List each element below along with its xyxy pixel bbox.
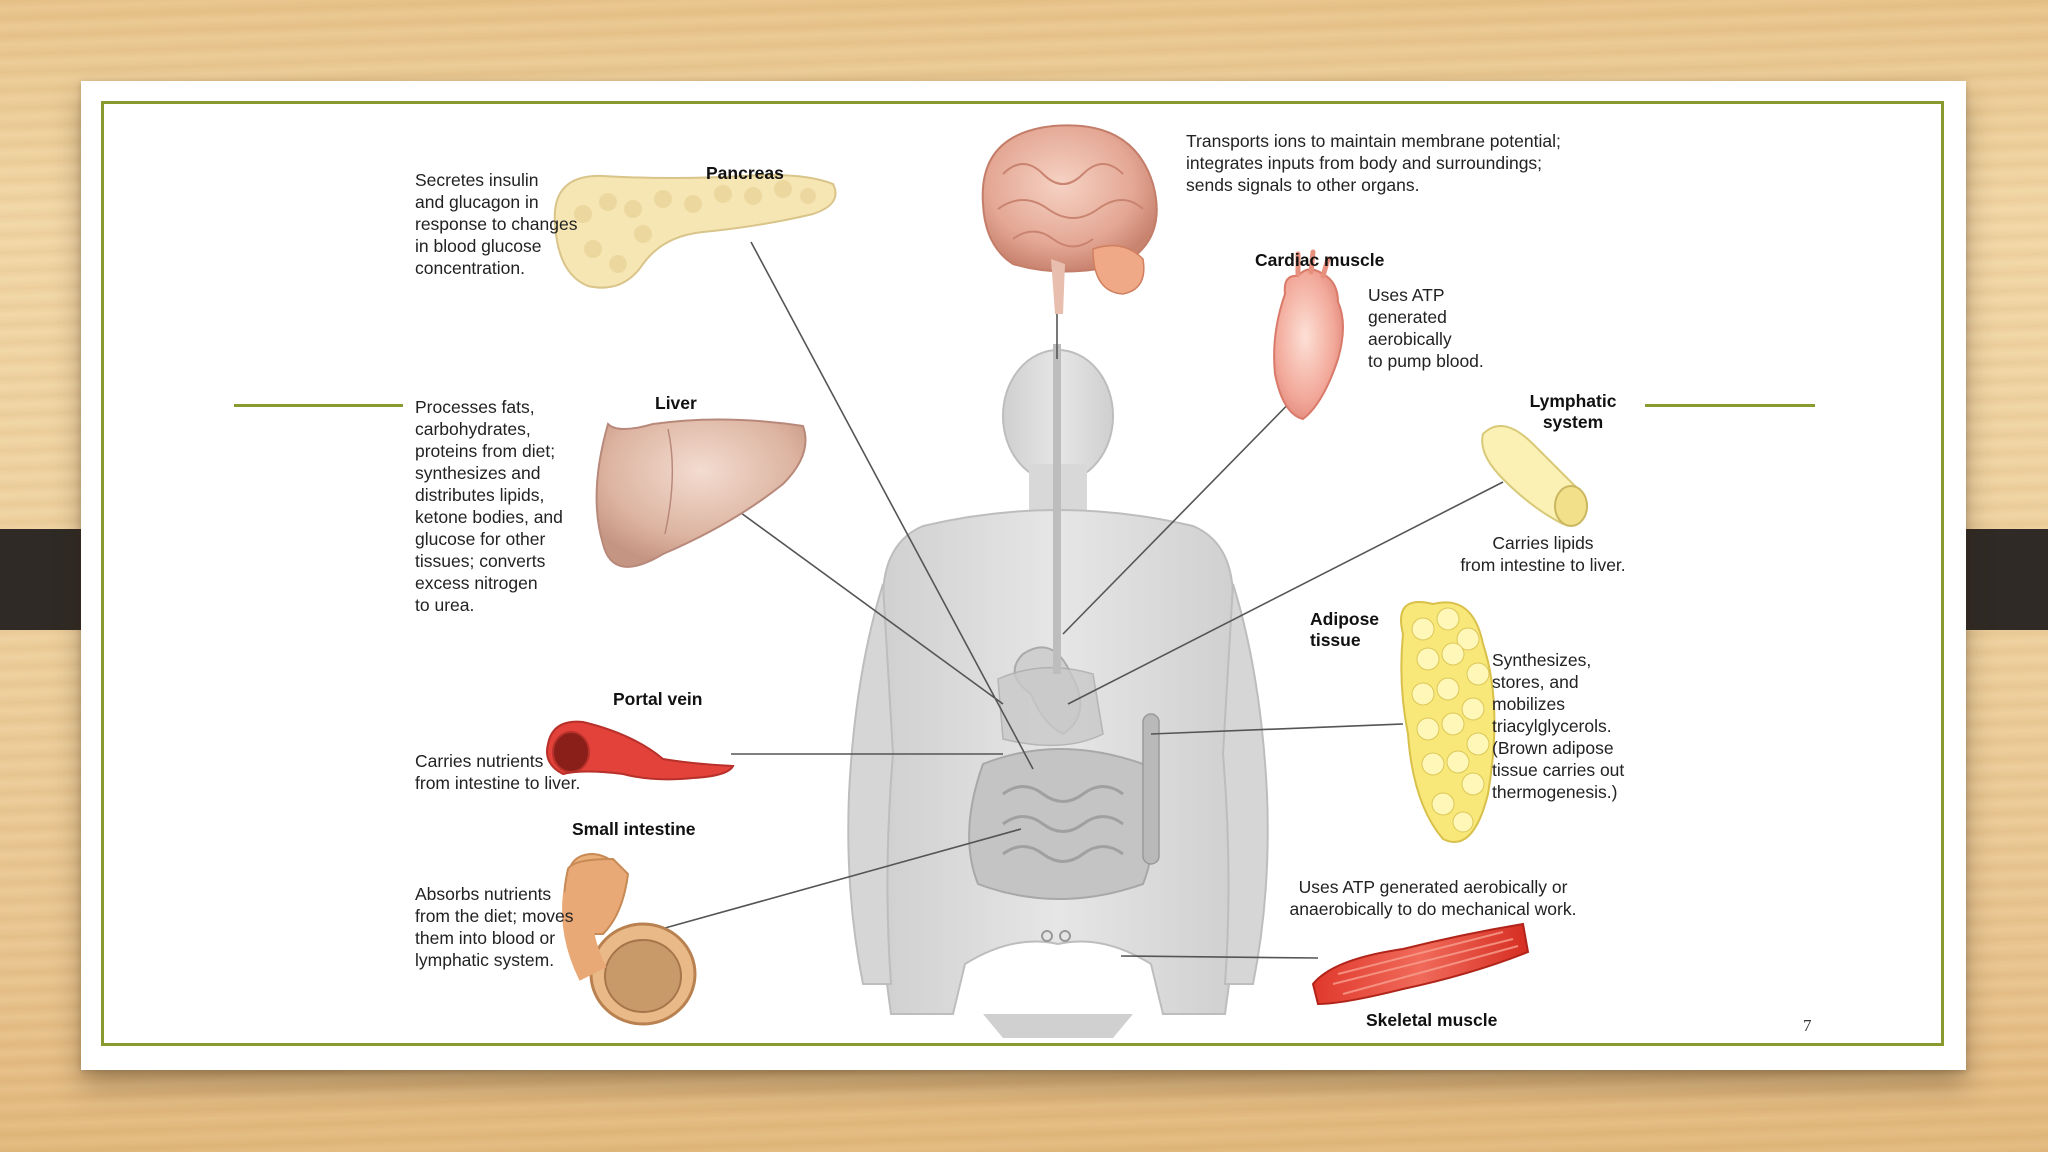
cardiac-muscle-description: Uses ATP generated aerobically to pump b…: [1368, 285, 1484, 371]
portal-vein-description: Carries nutrients from intestine to live…: [415, 751, 581, 793]
skeletal-muscle-illustration: [1311, 922, 1530, 1006]
diagram-artwork: [546, 124, 1588, 1038]
pancreas-illustration: [553, 174, 837, 289]
small-intestine-description: Absorbs nutrients from the diet; moves t…: [415, 884, 574, 970]
small-intestine-illustration: [562, 852, 697, 1026]
left-accent-line: [234, 404, 404, 407]
slide-frame: [101, 101, 1944, 1046]
portal-vein-illustration: [546, 720, 735, 781]
lymphatic-label: Lymphatic system: [1529, 391, 1617, 432]
liver-description: Processes fats, carbohydrates, proteins …: [415, 397, 563, 615]
leader-lines: [664, 241, 1504, 959]
adipose-illustration: [1400, 601, 1496, 843]
cardiac-muscle-label: Cardiac muscle: [1255, 250, 1385, 270]
adipose-description: Synthesizes, stores, and mobilizes triac…: [1492, 650, 1625, 802]
liver-illustration: [595, 418, 807, 568]
pancreas-description: Secretes insulin and glucagon in respons…: [415, 170, 578, 278]
skeletal-muscle-description: Uses ATP generated aerobically or anaero…: [1289, 877, 1577, 919]
brain-description: Transports ions to maintain membrane pot…: [1186, 131, 1561, 195]
adipose-label: Adipose tissue: [1310, 609, 1380, 650]
portal-vein-label: Portal vein: [613, 689, 703, 709]
lymphatic-illustration: [1481, 425, 1588, 527]
heart-illustration: [1273, 249, 1344, 421]
small-intestine-label: Small intestine: [572, 819, 696, 839]
right-accent-line: [1645, 404, 1815, 407]
pancreas-label: Pancreas: [706, 163, 784, 183]
human-body: [847, 344, 1269, 1038]
lymphatic-description: Carries lipids from intestine to liver.: [1460, 533, 1626, 575]
organ-diagram: Pancreas Secretes insulin and glucagon i…: [403, 114, 1645, 1038]
page-number: 7: [1803, 1016, 1812, 1035]
brain-illustration: [981, 124, 1158, 314]
skeletal-muscle-label: Skeletal muscle: [1366, 1010, 1498, 1030]
liver-label: Liver: [655, 393, 697, 413]
